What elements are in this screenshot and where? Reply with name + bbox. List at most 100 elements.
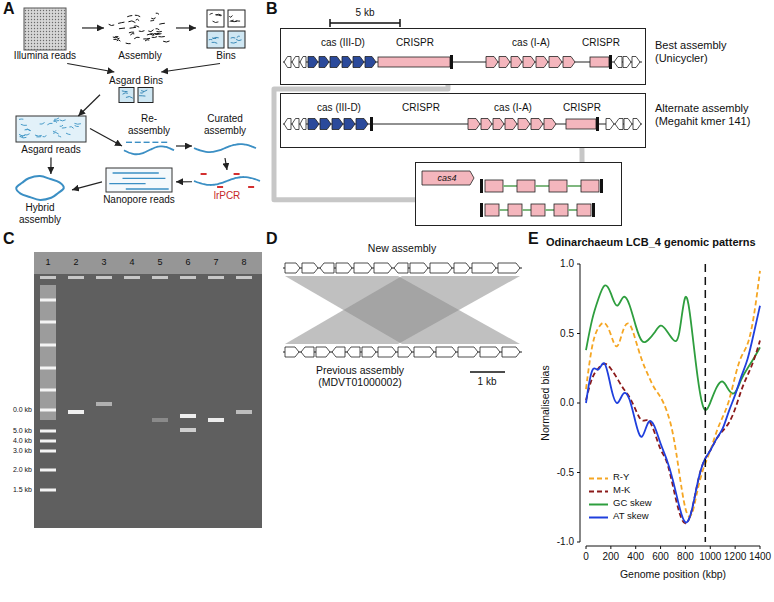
array-end (480, 179, 483, 193)
lrpcr-step-picture (234, 173, 240, 175)
gene-arrow (284, 119, 291, 130)
ladder-band (40, 321, 56, 324)
assembly-heading: Alternate assembly (Megahit kmer 141) (655, 102, 773, 127)
lane-number: 4 (129, 257, 134, 267)
axis-tick-label: 0.0 (560, 397, 574, 409)
nanopore-reads-box-picture (109, 183, 145, 184)
asgard-reads-box: Asgard reads (12, 116, 90, 158)
lrpcr-step: lrPCR (192, 170, 262, 204)
assembly-box-picture (136, 19, 139, 20)
asgard-bins-box-picture (119, 88, 134, 103)
nanopore-reads-box-picture (123, 178, 166, 179)
asgard-reads-box-picture (60, 120, 66, 121)
gene-arrow (422, 171, 474, 185)
gel-well (180, 276, 196, 279)
crispr-array (590, 57, 609, 67)
panel-letter: E (528, 230, 539, 248)
asgard-reads-box-picture (43, 136, 47, 137)
assembly-box-picture (155, 33, 161, 35)
crispr-repeat (577, 204, 591, 216)
gel-well (40, 276, 56, 279)
axis-tick-label: 400 (627, 551, 644, 563)
gene-arrow (606, 119, 614, 130)
array-end (480, 203, 483, 217)
x-tick (710, 546, 711, 549)
crispr-spacer (522, 209, 531, 211)
asgard-bins-box: Asgard Bins (100, 72, 172, 105)
bins-box-picture (207, 10, 224, 27)
lane-number: 6 (185, 257, 190, 267)
curated-assembly-step-picture (194, 144, 256, 152)
crispr-spacer (503, 185, 517, 187)
node-caption: Nanopore reads (102, 194, 176, 206)
bins-box-picture (230, 20, 234, 21)
assembly-box-picture (145, 40, 149, 41)
gene-arrow (536, 57, 548, 68)
y-tick (577, 403, 580, 404)
scale-bar (330, 19, 400, 27)
ladder-band (40, 489, 56, 492)
gene-arrow (301, 347, 314, 357)
reassembly-step-picture (124, 146, 174, 154)
ladder-smear (40, 285, 56, 420)
asgard-reads-box-picture (58, 136, 61, 137)
reassembly-step-picture (126, 142, 132, 143)
panel-letter: D (266, 230, 278, 248)
flow-arrow (225, 158, 227, 170)
crispr-repeat (581, 180, 599, 192)
assembly-track-box: cas (III-D)CRISPRcas (I-A)CRISPRBest ass… (280, 28, 646, 85)
reassembly-step: Re- assembly (122, 110, 176, 158)
asgard-reads-box-picture (74, 123, 80, 125)
asgard-reads-box-picture (53, 132, 59, 134)
node-caption: Asgard reads (12, 144, 90, 156)
gene-arrow (354, 263, 372, 273)
node-caption: Asgard Bins (100, 75, 172, 87)
gene-arrow (332, 119, 343, 130)
bins-box-picture (212, 42, 218, 43)
gene-arrow (374, 263, 392, 273)
asgard-reads-box-picture (69, 127, 73, 129)
lane-number: 5 (157, 257, 162, 267)
gene-arrow (623, 57, 631, 68)
node-caption: Assembly (104, 50, 176, 62)
y-tick (577, 472, 580, 473)
bins-box-picture (209, 39, 212, 40)
hybrid-assembly-step-picture (16, 176, 64, 200)
gene-label: CRISPR (396, 37, 434, 49)
gene-arrow (563, 57, 575, 68)
asgard-reads-box-picture (62, 127, 67, 129)
array-end (450, 55, 453, 69)
assembly-box-picture (148, 30, 153, 32)
gene-arrow (454, 263, 470, 273)
ladder-size: 3.0 kb (13, 447, 32, 455)
crispr-repeat (549, 180, 567, 192)
hybrid-assembly-step: Hybrid assembly (8, 174, 72, 227)
gene-arrow (353, 57, 364, 68)
gene-arrow (344, 119, 355, 130)
x-tick (635, 546, 636, 549)
gel-well (208, 276, 224, 279)
flow-arrow (67, 64, 114, 73)
asgard-bins-box-picture (138, 88, 153, 103)
gene-arrow (319, 57, 329, 68)
ladder-size: 1.5 kb (13, 486, 32, 494)
asgard-bins-box-picture (122, 90, 128, 92)
asgard-reads-box-picture (19, 119, 23, 120)
lrpcr-step-picture (217, 186, 223, 188)
gene-arrow (308, 57, 318, 68)
gene-arrow (480, 347, 500, 357)
curated-assembly-step-picture (194, 144, 256, 152)
axis-tick-label: 0.5 (560, 328, 574, 340)
node-caption: Re- assembly (122, 113, 176, 136)
lane-number: 2 (73, 257, 78, 267)
gene-arrow (342, 57, 352, 68)
gene-arrow (614, 57, 622, 68)
array-end (600, 179, 603, 193)
assembly-box-picture (156, 13, 159, 14)
gel-image (34, 252, 262, 274)
crispr-repeat (517, 180, 535, 192)
assembly-box-picture (128, 21, 135, 23)
assembly-heading: Best assembly (Unicycler) (655, 39, 773, 64)
asgard-bins-box-picture (119, 88, 153, 103)
